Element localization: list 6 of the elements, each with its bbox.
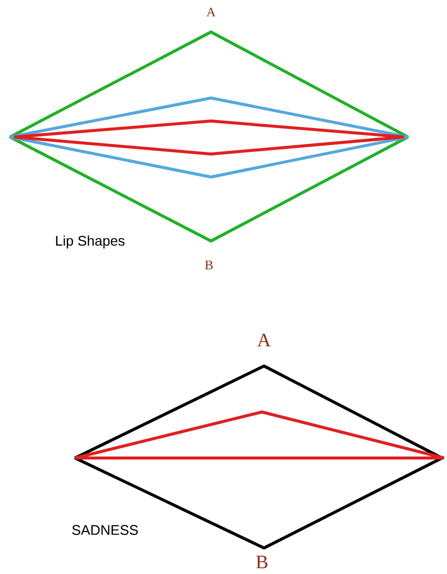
caption-text: Lip Shapes <box>56 235 124 249</box>
point-label: A <box>206 8 216 16</box>
point-label: B <box>256 556 268 568</box>
caption-text: SADNESS <box>72 525 138 535</box>
point-label: B <box>205 260 213 270</box>
point-label: A <box>257 334 271 346</box>
